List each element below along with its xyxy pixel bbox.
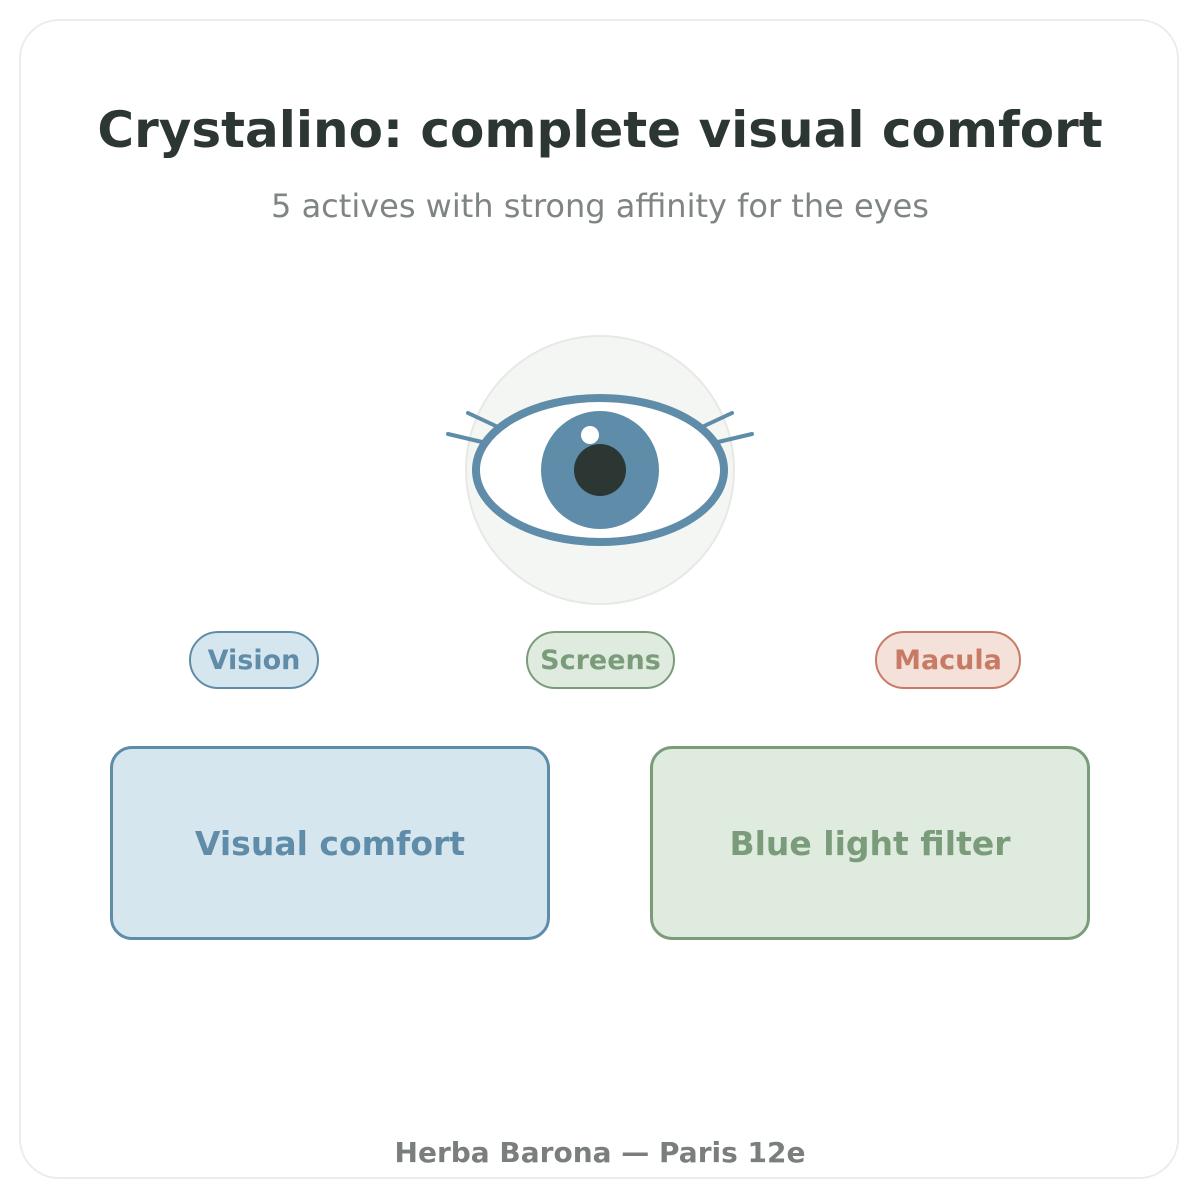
benefit-label: Blue light filter bbox=[729, 823, 1011, 863]
benefit-visual-comfort: Visual comfort bbox=[110, 746, 550, 940]
tag-screens: Screens bbox=[526, 631, 675, 689]
benefit-blue-light-filter: Blue light filter bbox=[650, 746, 1090, 940]
eyelash-left-lower bbox=[446, 432, 484, 444]
page-subtitle: 5 actives with strong affinity for the e… bbox=[271, 187, 929, 225]
eye-icon bbox=[446, 335, 754, 605]
eye-highlight bbox=[581, 426, 599, 444]
eyelash-right-lower bbox=[716, 432, 754, 444]
eyelash-left-upper bbox=[466, 411, 500, 429]
tag-vision: Vision bbox=[189, 631, 319, 689]
tag-macula: Macula bbox=[875, 631, 1021, 689]
benefit-label: Visual comfort bbox=[194, 823, 466, 863]
page-title: Crystalino: complete visual comfort bbox=[97, 101, 1103, 159]
eye-pupil bbox=[574, 444, 626, 496]
eyelash-right-upper bbox=[700, 411, 734, 429]
footer-credit: Herba Barona — Paris 12e bbox=[394, 1136, 806, 1169]
